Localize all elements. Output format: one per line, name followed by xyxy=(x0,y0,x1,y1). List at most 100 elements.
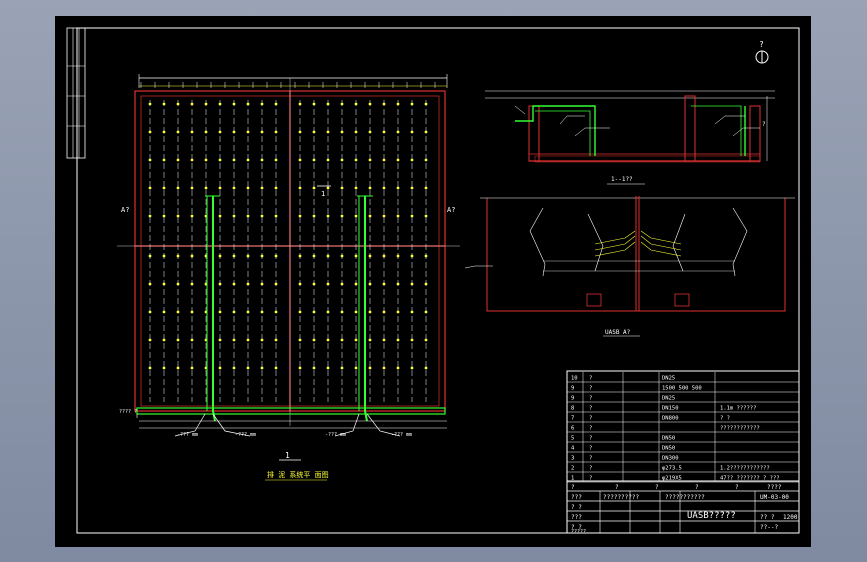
nozzle-point xyxy=(354,338,358,342)
nozzle-point xyxy=(326,158,330,162)
nozzle-point xyxy=(218,158,222,162)
tb-left-1: ??? xyxy=(571,494,582,501)
nozzle-point xyxy=(260,338,264,342)
nozzle-point xyxy=(340,282,344,286)
tb-right-1: ?? ? xyxy=(760,514,775,521)
section-mark: 1 xyxy=(321,190,325,198)
nozzle-point xyxy=(326,282,330,286)
nozzle-point xyxy=(354,310,358,314)
nozzle-point xyxy=(298,214,302,218)
nozzle-point xyxy=(396,158,400,162)
table-cell-spec: φ219X5 xyxy=(662,476,682,482)
table-cell-name: ? xyxy=(589,446,592,452)
nozzle-point xyxy=(298,130,302,134)
nozzle-point xyxy=(410,254,414,258)
nozzle-point xyxy=(312,310,316,314)
bottom-mark: 1 xyxy=(285,451,290,460)
nozzle-point xyxy=(424,186,428,190)
nozzle-point xyxy=(396,338,400,342)
table-cell-name: ? xyxy=(589,436,592,442)
nozzle-point xyxy=(410,186,414,190)
nozzle-point xyxy=(232,158,236,162)
nozzle-point xyxy=(218,254,222,258)
nozzle-point xyxy=(312,102,316,106)
tb-left-4: ? ? xyxy=(571,524,582,531)
tb-mid-1: ?????????? xyxy=(603,494,640,501)
nozzle-point xyxy=(410,130,414,134)
nozzle-point xyxy=(410,158,414,162)
tb-left-2: ? ? xyxy=(571,504,582,511)
nozzle-point xyxy=(260,102,264,106)
north-label: ? xyxy=(759,40,764,49)
nozzle-point xyxy=(190,130,194,134)
nozzle-point xyxy=(410,310,414,314)
detail-plan-title: UASB A? xyxy=(605,329,631,336)
nozzle-point xyxy=(396,186,400,190)
nozzle-point xyxy=(246,310,250,314)
nozzle-point xyxy=(218,186,222,190)
binding-strip xyxy=(66,27,86,159)
nozzle-point xyxy=(424,366,428,370)
nozzle-point xyxy=(190,254,194,258)
nozzle-point xyxy=(354,158,358,162)
nozzle-point xyxy=(354,102,358,106)
nozzle-point xyxy=(410,338,414,342)
axis-mark-left: A? xyxy=(121,206,129,214)
nozzle-point xyxy=(246,158,250,162)
nozzle-point xyxy=(246,338,250,342)
nozzle-point xyxy=(312,282,316,286)
nozzle-point xyxy=(340,366,344,370)
nozzle-point xyxy=(354,282,358,286)
nozzle-point xyxy=(246,214,250,218)
nozzle-point xyxy=(340,186,344,190)
nozzle-point xyxy=(232,254,236,258)
plan-title: 排 泥 系统平 面图 xyxy=(267,470,329,479)
nozzle-point xyxy=(162,158,166,162)
nozzle-point xyxy=(326,254,330,258)
nozzle-point xyxy=(410,282,414,286)
nozzle-point xyxy=(148,214,152,218)
nozzle-point xyxy=(176,214,180,218)
table-cell-spec: DN150 xyxy=(662,406,679,412)
nozzle-point xyxy=(232,310,236,314)
nozzle-point xyxy=(260,158,264,162)
nozzle-point xyxy=(312,254,316,258)
nozzle-point xyxy=(246,102,250,106)
table-cell-name: ? xyxy=(589,456,592,462)
nozzle-point xyxy=(218,214,222,218)
nozzle-point xyxy=(396,366,400,370)
nozzle-point xyxy=(148,130,152,134)
table-cell-spec: DN25 xyxy=(662,376,675,382)
tb-header-3: ? xyxy=(655,484,659,491)
nozzle-point xyxy=(396,282,400,286)
nozzle-point xyxy=(218,130,222,134)
nozzle-point xyxy=(298,282,302,286)
nozzle-point xyxy=(176,366,180,370)
table-cell-no: 7 xyxy=(571,416,574,422)
table-cell-no: 9 xyxy=(571,396,574,402)
nozzle-point xyxy=(190,366,194,370)
table-cell-note: ???????????? xyxy=(720,426,760,432)
nozzle-point xyxy=(312,366,316,370)
nozzle-point xyxy=(190,102,194,106)
nozzle-point xyxy=(326,130,330,134)
nozzle-point xyxy=(274,254,278,258)
nozzle-point xyxy=(260,214,264,218)
table-cell-no: 6 xyxy=(571,426,574,432)
section-corner-label: ? xyxy=(762,121,766,128)
nozzle-point xyxy=(382,310,386,314)
table-cell-spec: DN50 xyxy=(662,436,675,442)
nozzle-point xyxy=(204,102,208,106)
table-cell-no: 9 xyxy=(571,386,574,392)
nozzle-point xyxy=(246,130,250,134)
nozzle-point xyxy=(396,214,400,218)
nozzle-point xyxy=(176,130,180,134)
nozzle-point xyxy=(382,102,386,106)
nozzle-point xyxy=(382,338,386,342)
tb-header-5: ? xyxy=(735,484,739,491)
table-cell-name: ? xyxy=(589,396,592,402)
table-cell-no: 10 xyxy=(571,376,578,382)
nozzle-point xyxy=(396,310,400,314)
nozzle-point xyxy=(190,282,194,286)
nozzle-point xyxy=(382,282,386,286)
